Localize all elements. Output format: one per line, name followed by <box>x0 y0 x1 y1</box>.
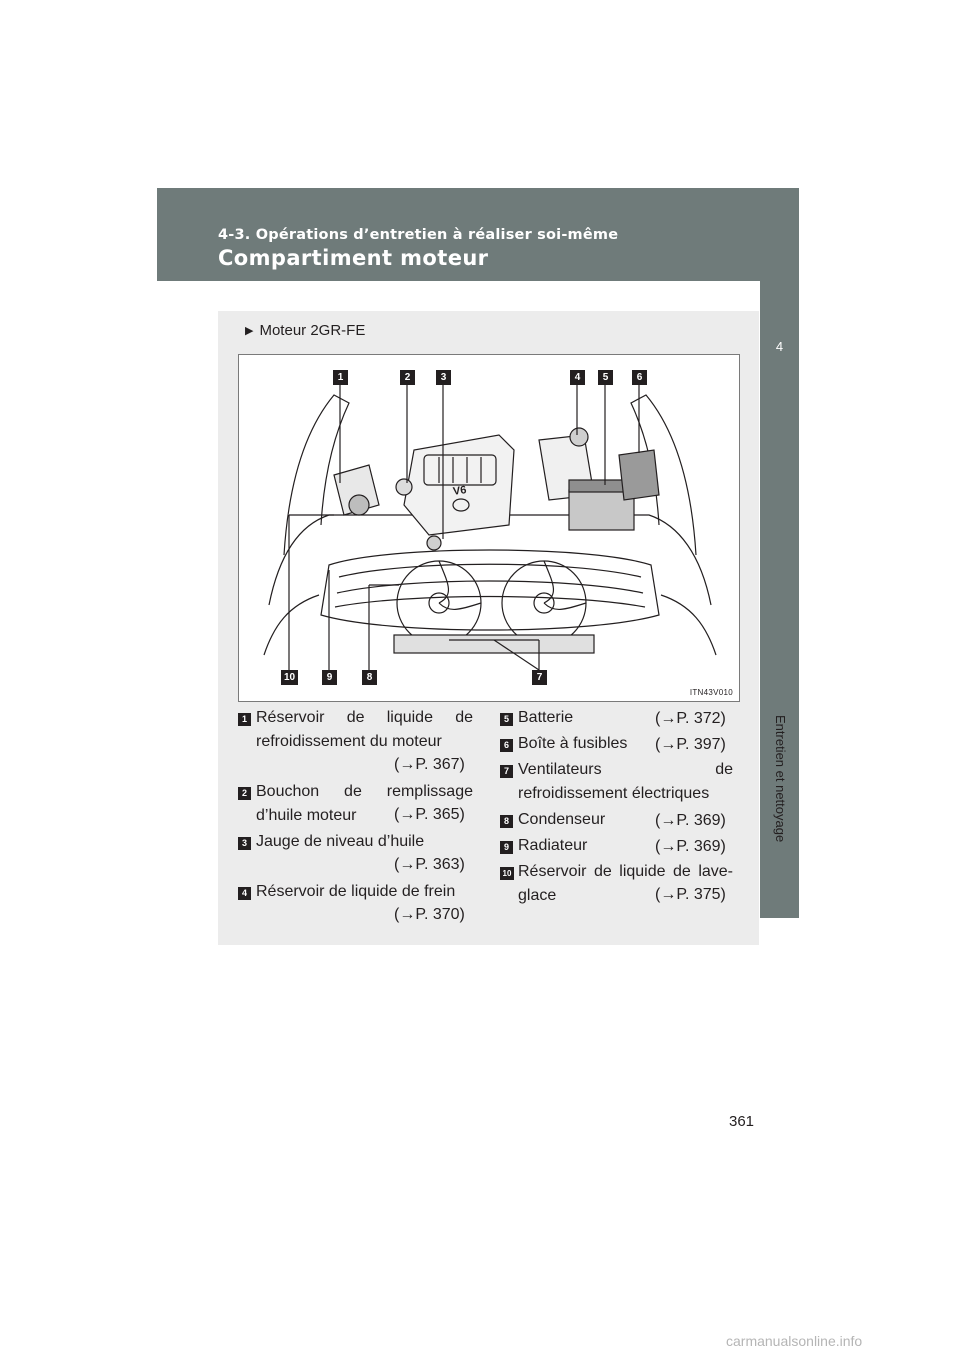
legend-10-line2: glace <box>518 887 557 904</box>
legend-5-line1: Batterie <box>518 709 574 726</box>
badge-9: 9 <box>500 841 513 854</box>
chapter-name: Entretien et nettoyage <box>773 715 788 843</box>
legend-8-ref[interactable]: (→P. 369) <box>655 812 726 829</box>
figure-heading: ▶ Moteur 2GR-FE <box>245 322 365 339</box>
figure-code: ITN43V010 <box>689 688 733 697</box>
legend-2-line2: d’huile moteur <box>256 807 357 824</box>
legend-9-line1: Radiateur <box>518 837 588 854</box>
legend-3-ref[interactable]: (→P. 363) <box>394 856 465 873</box>
chapter-side-tab[interactable]: 4 <box>760 281 799 918</box>
engine-bay-drawing <box>263 377 717 671</box>
callout-4: 4 <box>570 370 585 385</box>
legend-9-ref[interactable]: (→P. 369) <box>655 838 726 855</box>
callout-5: 5 <box>598 370 613 385</box>
badge-7: 7 <box>500 765 513 778</box>
badge-2: 2 <box>238 787 251 800</box>
legend-5-ref[interactable]: (→P. 372) <box>655 710 726 727</box>
badge-4: 4 <box>238 887 251 900</box>
section-title: 4-3. Opérations d’entretien à réaliser s… <box>218 227 619 243</box>
chapter-number: 4 <box>775 339 784 354</box>
watermark: carmanualsonline.info <box>726 1333 863 1349</box>
engine-illustration: 1 2 3 4 5 6 10 9 8 7 V6 ITN43V010 <box>238 354 740 702</box>
legend-1-line2: refroidissement du moteur <box>256 733 442 750</box>
legend-6-line1: Boîte à fusibles <box>518 735 628 752</box>
legend-7-line1: Ventilateurs de <box>518 761 733 778</box>
legend-3-line1: Jauge de niveau d’huile <box>256 833 425 850</box>
badge-1: 1 <box>238 713 251 726</box>
legend-1-line1: Réservoir de liquide de <box>256 709 473 726</box>
legend-8-line1: Condenseur <box>518 811 606 828</box>
callout-7: 7 <box>532 670 547 685</box>
page-number: 361 <box>729 1113 755 1130</box>
engine-badge: V6 <box>452 484 468 498</box>
callout-9: 9 <box>322 670 337 685</box>
callout-10: 10 <box>281 670 298 685</box>
figure-heading-text: Moteur 2GR-FE <box>259 322 366 339</box>
play-arrow-icon: ▶ <box>245 325 254 337</box>
legend-10-line1: Réservoir de liquide de lave- <box>518 863 733 880</box>
legend-7-line2: refroidissement électriques <box>518 785 710 802</box>
badge-10: 10 <box>500 867 514 880</box>
badge-8: 8 <box>500 815 513 828</box>
legend-1-ref[interactable]: (→P. 367) <box>394 756 465 773</box>
callout-2: 2 <box>400 370 415 385</box>
legend-2-line1: Bouchon de remplissage <box>256 783 473 800</box>
legend-4-ref[interactable]: (→P. 370) <box>394 906 465 923</box>
section-header: 4-3. Opérations d’entretien à réaliser s… <box>157 188 799 281</box>
legend-4-line1: Réservoir de liquide de frein <box>256 883 456 900</box>
legend-6-ref[interactable]: (→P. 397) <box>655 736 726 753</box>
badge-3: 3 <box>238 837 251 850</box>
legend-10-ref[interactable]: (→P. 375) <box>655 886 726 903</box>
badge-6: 6 <box>500 739 513 752</box>
badge-5: 5 <box>500 713 513 726</box>
callout-1: 1 <box>333 370 348 385</box>
callout-6: 6 <box>632 370 647 385</box>
callout-8: 8 <box>362 670 377 685</box>
callout-3: 3 <box>436 370 451 385</box>
legend-2-ref[interactable]: (→P. 365) <box>394 806 465 823</box>
page-title: Compartiment moteur <box>218 246 489 270</box>
